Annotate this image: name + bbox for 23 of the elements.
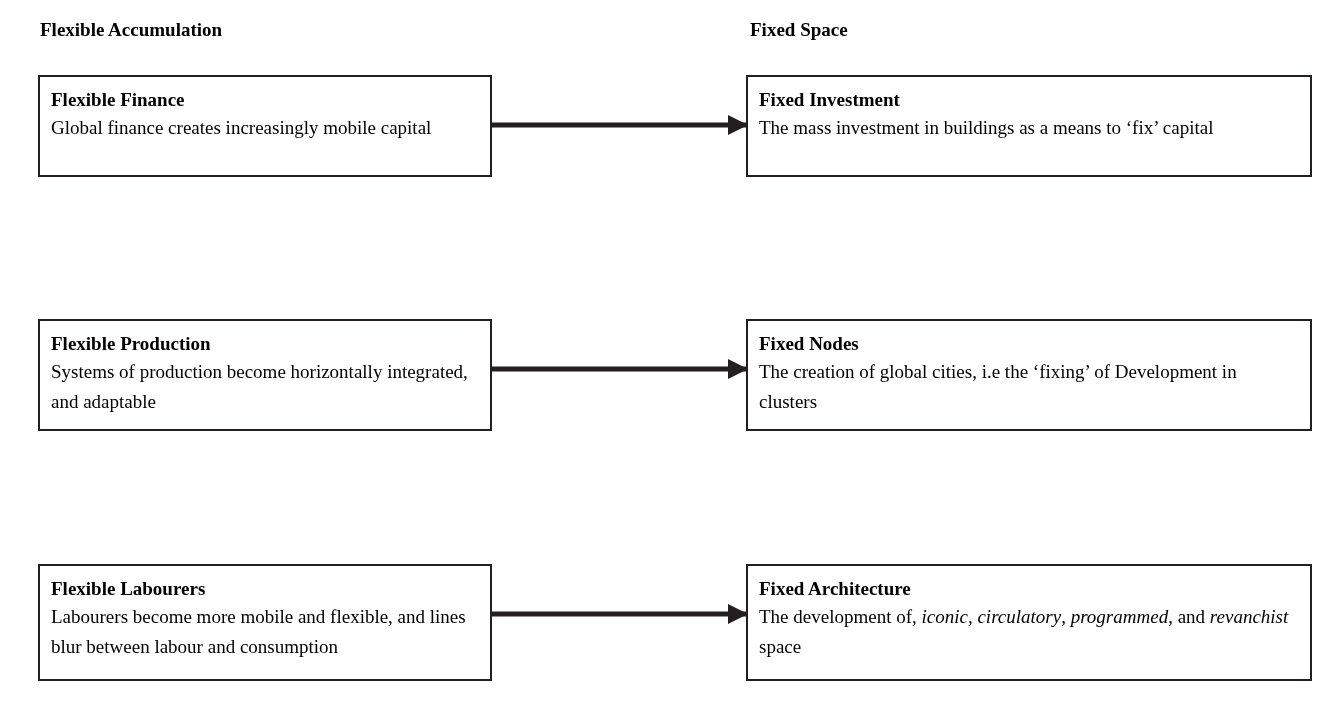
text-box — [746, 319, 1312, 431]
column-heading: Flexible Accumulation — [40, 18, 223, 42]
arrow — [492, 359, 748, 379]
box-description: The mass investment in buildings as a means to ‘fix’ capital — [759, 116, 1215, 140]
box-description: The creation of global cities, i.e the ‘fixing’ of Development in clusters — [759, 360, 1238, 414]
box-heading: Fixed Nodes — [759, 332, 860, 356]
text-box — [38, 319, 492, 431]
arrow — [492, 115, 748, 135]
box-heading: Fixed Architecture — [759, 577, 912, 601]
box-description: Labourers become more mobile and flexible, and lines blur between labour and consumption — [51, 605, 467, 659]
text-box — [746, 564, 1312, 681]
box-description: Global finance creates increasingly mobile capital — [51, 116, 433, 140]
box-heading: Flexible Finance — [51, 88, 186, 112]
column-heading: Fixed Space — [750, 18, 848, 42]
text-box — [38, 564, 492, 681]
box-description: The development of, iconic, circulatory, programmed, and revanchist space — [759, 605, 1290, 659]
box-heading: Flexible Production — [51, 332, 212, 356]
text-box — [38, 75, 492, 177]
box-heading: Flexible Labourers — [51, 577, 207, 601]
box-heading: Fixed Investment — [759, 88, 901, 112]
box-description: Systems of production become horizontally integrated, and adaptable — [51, 360, 469, 414]
arrow — [492, 604, 748, 624]
text-box — [746, 75, 1312, 177]
